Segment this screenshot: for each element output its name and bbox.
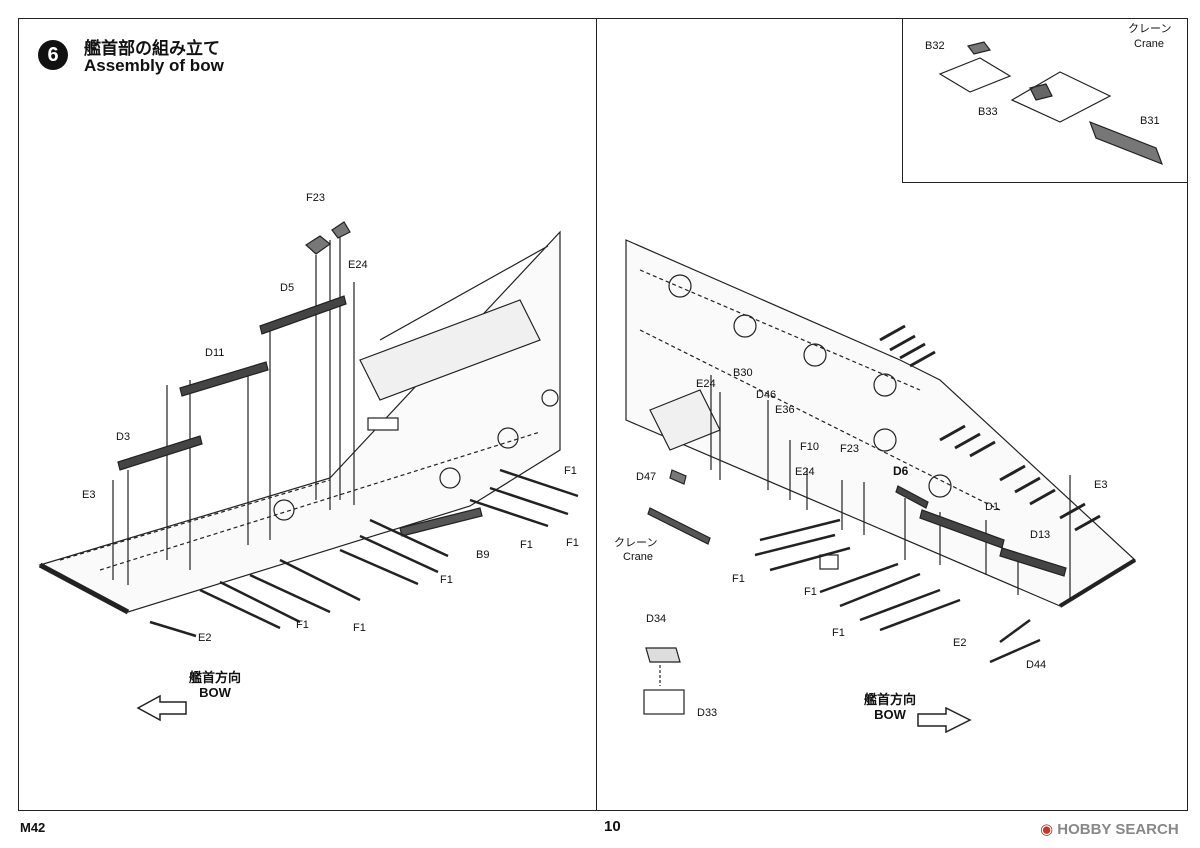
part-label-d13: D13 (1030, 529, 1051, 541)
part-label-e24: E24 (795, 466, 815, 478)
part-label-b32: B32 (925, 40, 945, 52)
page-frame (18, 18, 1188, 811)
part-label-f1: F1 (296, 619, 309, 631)
part-label-e2: E2 (198, 632, 212, 644)
bow-arrow-right-icon (917, 706, 972, 734)
part-label-f1: F1 (520, 539, 533, 551)
watermark-logo-icon: ◉ (1040, 821, 1054, 838)
part-label-f23: F23 (306, 192, 325, 204)
part-label-d44: D44 (1026, 659, 1047, 671)
center-divider (596, 18, 597, 811)
part-label-d11: D11 (205, 347, 225, 359)
part-label-f1: F1 (353, 622, 366, 634)
inset-title-jp: クレーン (1128, 23, 1172, 35)
bow-direction-en: BOW (199, 685, 231, 700)
part-label-f1: F1 (440, 574, 453, 586)
part-label-e2: E2 (953, 637, 967, 649)
watermark-right: SEARCH (1115, 821, 1179, 838)
bow-direction-right: 艦首方向 BOW (855, 692, 925, 722)
part-label-f1: F1 (732, 573, 745, 585)
watermark-left: HOBBY (1057, 821, 1112, 838)
part-label-e24: E24 (696, 378, 716, 390)
bow-direction-en: BOW (874, 707, 906, 722)
watermark: ◉ HOBBY SEARCH (1040, 820, 1179, 838)
part-label-b31: B31 (1140, 115, 1160, 127)
part-label-f1: F1 (566, 537, 579, 549)
part-label-b33: B33 (978, 106, 998, 118)
bow-direction-jp: 艦首方向 (863, 692, 916, 707)
part-label-e24: E24 (348, 259, 368, 271)
part-label-b9: B9 (476, 549, 490, 561)
step-title-jp: 艦首部の組み立て (84, 39, 220, 58)
inset-title-en: Crane (1134, 38, 1164, 50)
step-title-en: Assembly of bow (84, 56, 224, 75)
part-label-f23: F23 (840, 443, 859, 455)
part-label-e3: E3 (1094, 479, 1108, 491)
bow-direction-left: 艦首方向 BOW (180, 670, 250, 700)
part-label-d6: D6 (893, 464, 909, 478)
part-label-d47: D47 (636, 471, 657, 483)
crane-inset-box (902, 18, 1188, 183)
part-label-d46: D46 (756, 389, 777, 401)
part-label-f1: F1 (804, 586, 817, 598)
part-label-f1: F1 (832, 627, 845, 639)
part-label-d33: D33 (697, 707, 718, 719)
part-label-d1: D1 (985, 501, 1000, 513)
step-number-badge: 6 (38, 40, 68, 70)
part-label-e3: E3 (82, 489, 96, 501)
crane-label-jp: クレーン (614, 537, 658, 549)
manual-code: M42 (20, 820, 46, 835)
page-number: 10 (604, 818, 621, 835)
bow-arrow-left-icon (136, 694, 187, 722)
part-label-d34: D34 (646, 613, 667, 625)
crane-label-en: Crane (623, 551, 653, 563)
part-label-d5: D5 (280, 282, 295, 294)
part-label-b30: B30 (733, 367, 753, 379)
part-label-f10: F10 (800, 441, 819, 453)
part-label-f1: F1 (564, 465, 577, 477)
part-label-d3: D3 (116, 431, 131, 443)
part-label-e36: E36 (775, 404, 795, 416)
bow-direction-jp: 艦首方向 (188, 670, 241, 685)
